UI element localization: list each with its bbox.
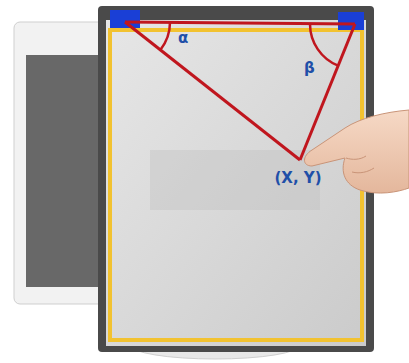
- angle-label: β: [304, 60, 315, 77]
- triangulation-lines: [125, 22, 355, 160]
- camera-corner: [338, 12, 364, 30]
- camera-corner: [110, 10, 140, 28]
- coordinate-label: (X, Y): [274, 170, 321, 187]
- touch-frame: [98, 6, 374, 352]
- angle-label: α: [178, 30, 188, 47]
